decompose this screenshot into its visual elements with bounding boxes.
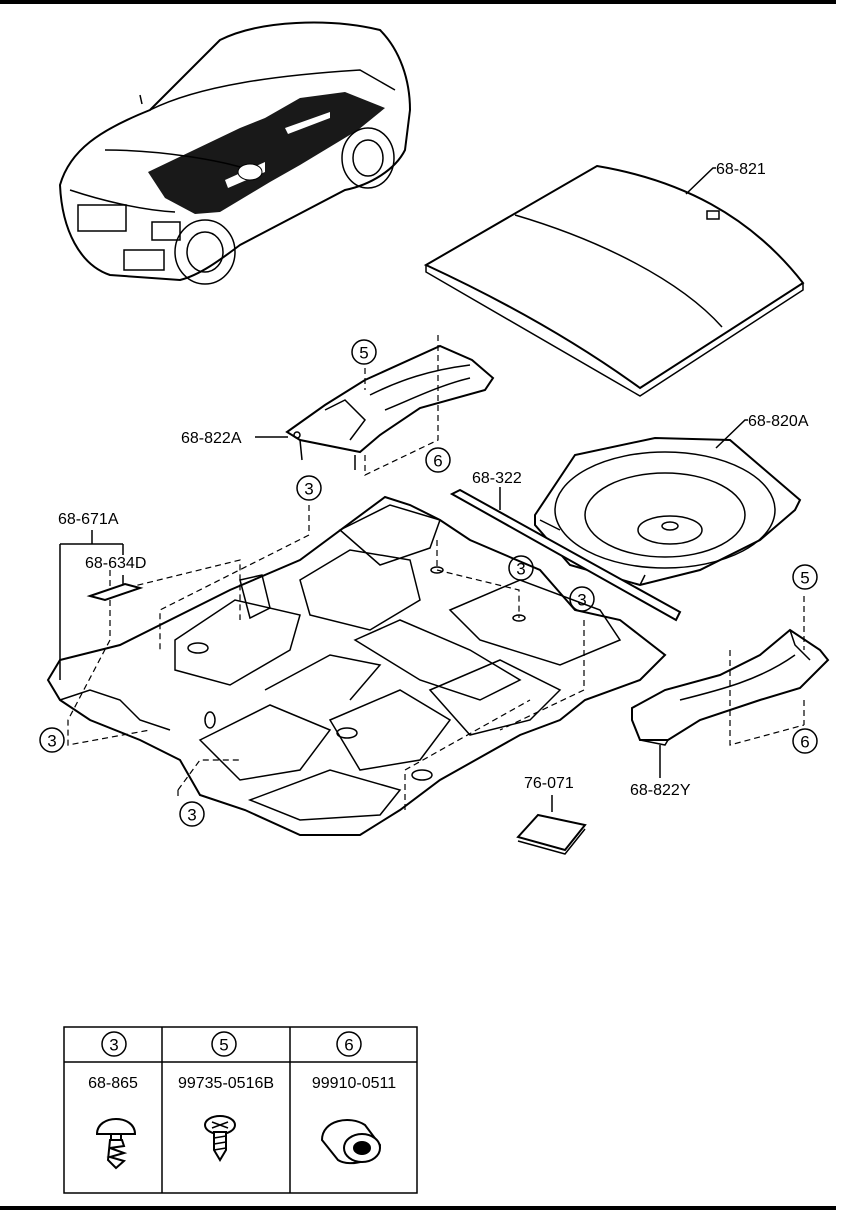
- callout-5-a: [351, 339, 377, 365]
- guide-3-bottom: [177, 759, 240, 800]
- guide-6a: [364, 335, 439, 476]
- callout-3-e-text: 3: [187, 806, 196, 825]
- guide-3-mid: [436, 540, 520, 618]
- callout-6-a: [425, 447, 451, 473]
- vehicle-illustration: [58, 21, 412, 285]
- pad-68-634D: [86, 582, 144, 602]
- callout-3-a-text: 3: [304, 480, 313, 499]
- callout-3-d-text: 3: [47, 732, 56, 751]
- table-part-99910-0511: 99910-0511: [312, 1075, 396, 1092]
- spare-tire-tray: [534, 436, 802, 587]
- cargo-cover-board: [423, 164, 805, 397]
- callout-3-d: [39, 727, 65, 753]
- push-clip-icon: [95, 1118, 137, 1170]
- label-plate-76-071: [516, 813, 587, 852]
- screw-icon: [204, 1115, 236, 1162]
- table-callout-6-text: 6: [344, 1036, 353, 1055]
- table-part-99735-0516B: 99735-0516B: [178, 1075, 274, 1092]
- part-label-68-820A: 68-820A: [748, 413, 809, 430]
- part-label-68-822A: 68-822A: [181, 430, 242, 447]
- callout-6-b: [792, 728, 818, 754]
- guide-3-top: [159, 505, 310, 650]
- guide-6b: [729, 650, 805, 746]
- side-box-left: [285, 344, 495, 470]
- guide-3-right: [499, 620, 585, 731]
- part-label-68-671A: 68-671A: [58, 511, 119, 528]
- fastener-table: 3 5 6 68-865 99735-0516B 99910-0511: [63, 1026, 418, 1194]
- callout-5-b-text: 5: [800, 569, 809, 588]
- part-label-68-821: 68-821: [716, 161, 766, 178]
- callout-3-c-text: 3: [577, 591, 586, 610]
- table-callout-3-text: 3: [109, 1036, 118, 1055]
- grommet-icon: [320, 1119, 382, 1165]
- callout-5-a-text: 5: [359, 344, 368, 363]
- leader-68-820A: [715, 419, 748, 449]
- table-callout-5: [211, 1031, 237, 1057]
- callout-5-b: [792, 564, 818, 590]
- callout-3-b-text: 3: [516, 560, 525, 579]
- top-border: [0, 0, 836, 4]
- callout-3-c: [569, 586, 595, 612]
- floor-carpet: [46, 495, 667, 836]
- part-label-68-322: 68-322: [472, 470, 522, 487]
- part-label-76-071: 76-071: [524, 775, 574, 792]
- trim-strip: [449, 488, 682, 622]
- table-part-68-865: 68-865: [88, 1075, 138, 1092]
- leader-68-821: [685, 167, 716, 195]
- callout-3-e: [179, 801, 205, 827]
- guide-3-left: [67, 560, 151, 746]
- side-box-right: [631, 628, 830, 746]
- table-callout-3: [101, 1031, 127, 1057]
- callout-3-b: [508, 555, 534, 581]
- leader-68-671A: [59, 530, 124, 680]
- callout-3-a: [296, 475, 322, 501]
- callout-6-a-text: 6: [433, 452, 442, 471]
- bottom-border: [0, 1206, 836, 1210]
- table-callout-5-text: 5: [219, 1036, 228, 1055]
- part-label-68-634D: 68-634D: [85, 555, 146, 572]
- part-label-68-822Y: 68-822Y: [630, 782, 691, 799]
- guide-carpet-box: [117, 559, 531, 810]
- callout-6-b-text: 6: [800, 733, 809, 752]
- table-callout-6: [336, 1031, 362, 1057]
